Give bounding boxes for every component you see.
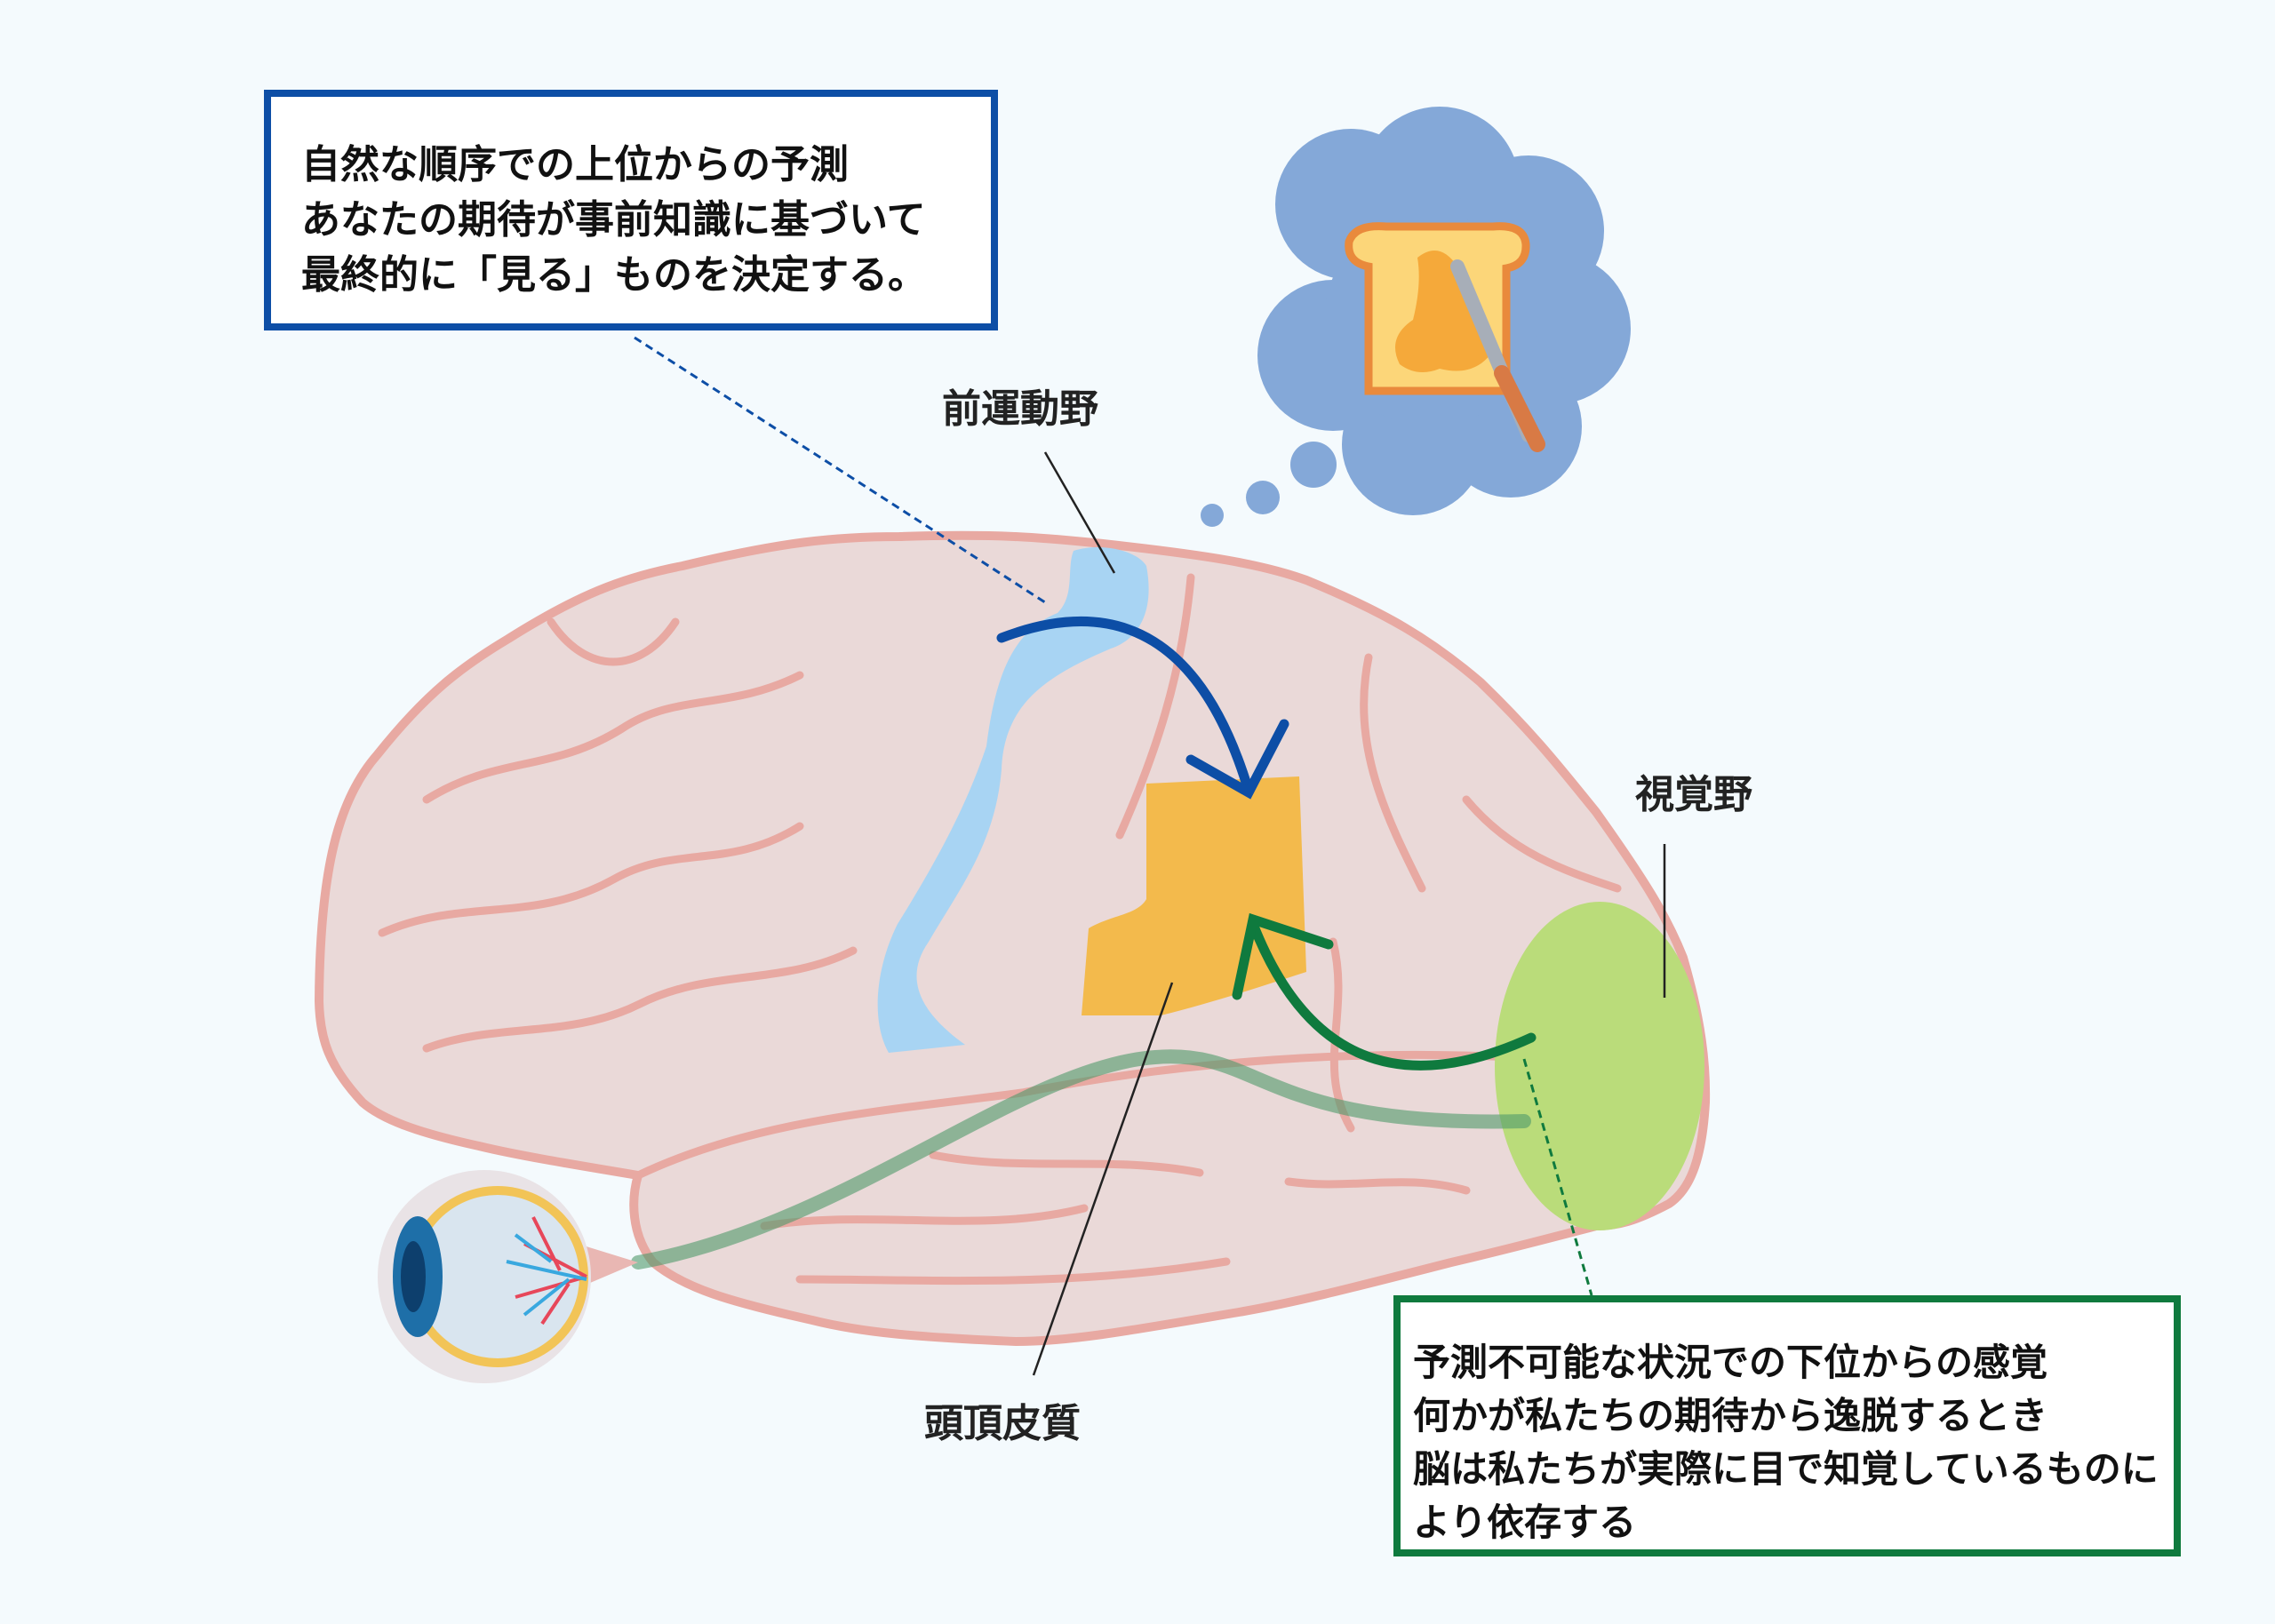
- brain: [314, 530, 1711, 1347]
- top-down-prediction-box: 自然な順序での上位からの予測 あなたの期待が事前知識に基づいて 最終的に「見る」…: [264, 90, 998, 330]
- bottom-up-leader: [1522, 1058, 1593, 1296]
- visual-pathway: [631, 1049, 1531, 1270]
- top-down-arrow: [996, 616, 1289, 800]
- bottom-up-line: 脳は私たちが実際に目で知覚しているものに: [1413, 1447, 2159, 1491]
- bottom-up-arrow: [1232, 912, 1537, 1071]
- bottom-up-line: より依存する: [1413, 1501, 1637, 1544]
- bottom-up-sensation-box: 予測不可能な状況での下位からの感覚 何かが私たちの期待から逸脱するとき 脳は私た…: [1393, 1295, 2181, 1556]
- top-down-leader: [634, 336, 1046, 604]
- bottom-up-line: 何かが私たちの期待から逸脱するとき: [1413, 1394, 2048, 1437]
- eye-icon: [378, 1170, 638, 1383]
- premotor-label: 前運動野: [942, 386, 1098, 432]
- visual-cortex-label: 視覚野: [1635, 772, 1752, 817]
- parietal-leader: [1032, 982, 1174, 1376]
- top-down-line: あなたの期待が事前知識に基づいて: [301, 197, 926, 243]
- top-down-line: 最終的に「見る」ものを決定する。: [301, 252, 927, 298]
- toast-icon: [1345, 222, 1545, 452]
- visual-region: [1495, 902, 1704, 1230]
- bottom-up-line: 予測不可能な状況での下位からの感覚: [1413, 1341, 2048, 1384]
- parietal-cortex-label: 頭頂皮質: [924, 1401, 1081, 1446]
- premotor-leader: [1043, 451, 1116, 574]
- top-down-line: 自然な順序での上位からの予測: [301, 142, 849, 187]
- premotor-region: [877, 547, 1149, 1053]
